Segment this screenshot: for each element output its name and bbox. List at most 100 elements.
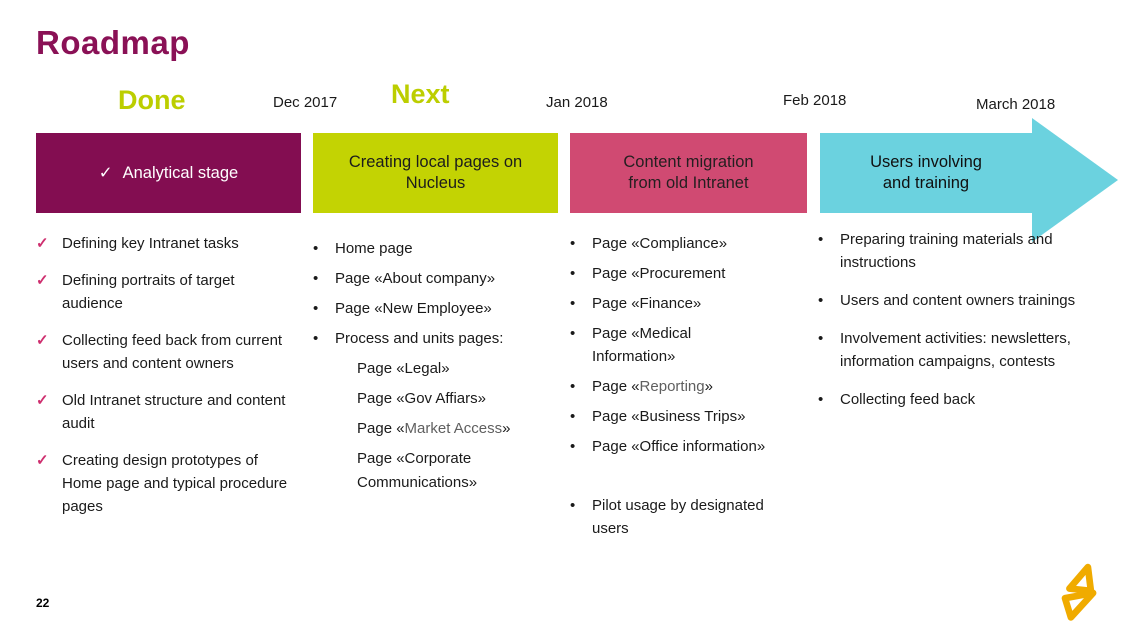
list-item: • Home page	[313, 237, 565, 260]
list-item: • Involvement activities: newsletters, i…	[818, 327, 1114, 373]
page-title: Roadmap	[36, 24, 190, 61]
stage-header-label: Nucleus	[405, 174, 466, 192]
list-item-text: Collecting feed back	[840, 391, 976, 408]
bullet-icon: •	[818, 231, 824, 248]
users-training-list: • Preparing training materials and instr…	[818, 228, 1114, 426]
stage-header-users-training: Users involving and training	[820, 133, 1032, 213]
list-item: ✓ Collecting feed back from current user…	[36, 329, 298, 375]
bullet-icon: •	[570, 497, 576, 514]
stage-header-label: Analytical stage	[122, 163, 239, 182]
check-icon: ✓	[36, 332, 49, 349]
text-segment: »	[502, 420, 511, 437]
list-item: ✓ Old Intranet structure and content aud…	[36, 389, 298, 435]
bullet-icon: •	[818, 391, 824, 408]
astrazeneca-logo-icon	[1061, 563, 1097, 621]
bullet-icon: •	[570, 408, 576, 425]
list-item-text: Pilot usage by designated users	[592, 497, 764, 537]
bullet-icon: •	[313, 240, 319, 257]
list-item: • Collecting feed back	[818, 388, 1114, 411]
stage-header-label: from old Intranet	[628, 174, 749, 192]
list-item-text: Old Intranet structure and content audit	[62, 392, 286, 432]
check-icon: ✓	[36, 452, 49, 469]
list-item-text: Users and content owners trainings	[840, 292, 1076, 309]
sub-list-item: Page «Legal»	[313, 357, 565, 381]
list-item-text: Collecting feed back from current users …	[62, 332, 283, 372]
list-item-text: Page «New Employee»	[335, 300, 492, 317]
list-item: • Process and units pages:	[313, 327, 565, 350]
bullet-icon: •	[570, 378, 576, 395]
list-item: ✓ Defining portraits of target audience	[36, 269, 298, 315]
list-item: • Page «Finance»	[570, 292, 778, 315]
list-item-text: Creating design prototypes of Home page …	[62, 452, 288, 515]
list-item-text: Page «Corporate Communications»	[357, 450, 478, 491]
list-item: • Preparing training materials and instr…	[818, 228, 1114, 274]
list-item: • Page «Medical Information»	[570, 322, 778, 368]
sub-list-item: Page «Market Access»	[313, 417, 565, 441]
sub-list-item: Page «Corporate Communications»	[313, 447, 565, 495]
timeline-date-feb-2018: Feb 2018	[783, 92, 847, 109]
list-item: • Page «Office information»	[570, 435, 778, 458]
list-item-text: Process and units pages:	[335, 330, 504, 347]
timeline-label-next: Next	[391, 79, 450, 109]
list-item-text: Page «Market Access»	[357, 420, 510, 437]
text-segment: Page «	[357, 420, 405, 437]
list-item: • Page «New Employee»	[313, 297, 565, 320]
list-item-text: Page «Medical Information»	[592, 325, 692, 365]
bullet-icon: •	[570, 235, 576, 252]
list-item-text: Page «Legal»	[357, 360, 450, 377]
list-item-text: Page «About company»	[335, 270, 496, 287]
page-number: 22	[36, 596, 50, 610]
text-segment: Page «	[592, 378, 640, 395]
check-icon: ✓	[36, 272, 49, 289]
list-item: • Page «About company»	[313, 267, 565, 290]
timeline-date-dec-2017: Dec 2017	[273, 94, 338, 111]
timeline-label-done: Done	[118, 85, 186, 115]
bullet-icon: •	[570, 438, 576, 455]
list-item-text: Page «Business Trips»	[592, 408, 746, 425]
list-item-text: Page «Gov Affiars»	[357, 390, 486, 407]
list-item: • Page «Procurement	[570, 262, 778, 285]
stage-header-content-migration: Content migration from old Intranet	[570, 133, 807, 213]
stage-header-label: Creating local pages on	[348, 153, 523, 171]
muted-text-segment: Market Access	[404, 420, 503, 437]
list-item: • Page «Business Trips»	[570, 405, 778, 428]
list-item: ✓ Defining key Intranet tasks	[36, 232, 298, 255]
list-item-text: Page «Finance»	[592, 295, 702, 312]
stage-header-analytical: ✓ Analytical stage	[36, 133, 301, 213]
analytical-stage-list: ✓ Defining key Intranet tasks ✓ Defining…	[36, 232, 298, 532]
muted-text-segment: Reporting	[639, 378, 705, 395]
list-item-text: Defining portraits of target audience	[62, 272, 235, 312]
list-item-text: Involvement activities: newsletters, inf…	[840, 330, 1071, 370]
bullet-icon: •	[313, 270, 319, 287]
list-item: • Users and content owners trainings	[818, 289, 1114, 312]
timeline-date-jan-2018: Jan 2018	[546, 94, 608, 111]
list-item-text: Page «Reporting»	[592, 375, 713, 398]
bullet-icon: •	[570, 295, 576, 312]
list-item: • Pilot usage by designated users	[570, 494, 778, 540]
bullet-icon: •	[313, 330, 319, 347]
bullet-icon: •	[818, 330, 824, 347]
check-icon: ✓	[98, 163, 113, 182]
text-segment: »	[704, 378, 713, 395]
check-icon: ✓	[36, 235, 49, 252]
list-item-text: Page «Office information»	[592, 438, 766, 455]
local-pages-list: • Home page • Page «About company» • Pag…	[313, 237, 565, 501]
sub-list-item: Page «Gov Affiars»	[313, 387, 565, 411]
list-item-text: Page «Procurement	[592, 265, 726, 282]
list-item: ✓ Creating design prototypes of Home pag…	[36, 449, 298, 518]
stage-header-label: Users involving	[870, 153, 982, 171]
bullet-icon: •	[818, 292, 824, 309]
bullet-icon: •	[570, 325, 576, 342]
stage-header-label: and training	[882, 174, 970, 192]
list-item-text: Defining key Intranet tasks	[62, 235, 239, 252]
bullet-icon: •	[570, 265, 576, 282]
list-item: • Page «Reporting»	[570, 375, 778, 398]
list-item-text: Page «Compliance»	[592, 235, 728, 252]
content-migration-list: • Page «Compliance» • Page «Procurement …	[570, 232, 778, 547]
arrow-right-icon	[1032, 118, 1118, 242]
stage-header-label: Content migration	[623, 153, 754, 171]
check-icon: ✓	[36, 392, 49, 409]
stage-header-local-pages: Creating local pages on Nucleus	[313, 133, 558, 213]
timeline-date-march-2018: March 2018	[976, 96, 1056, 113]
